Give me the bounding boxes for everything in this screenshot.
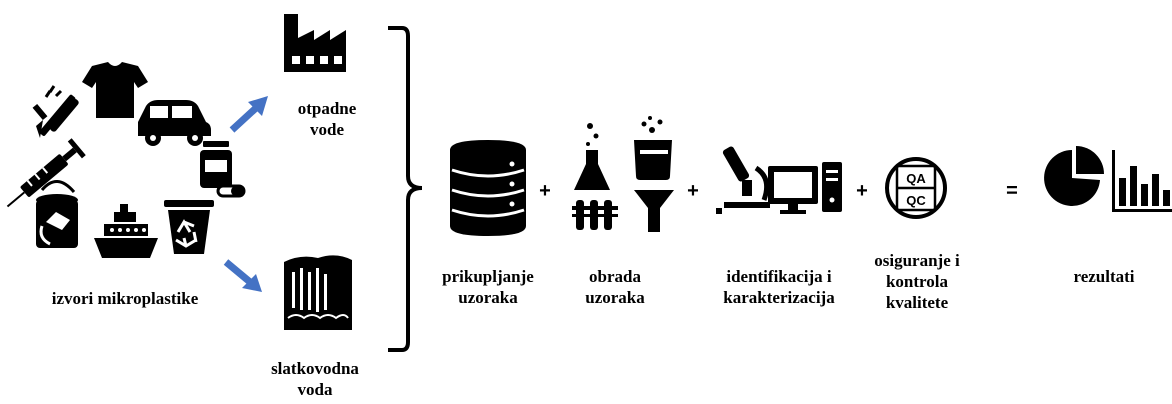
step-qaqc-line1: osiguranje i (874, 251, 960, 270)
freshwater-label-line1: slatkovodna (271, 359, 359, 378)
step-sampling-label: prikupljanje uzoraka (420, 266, 556, 308)
step-identification-label: identifikacija i karakterizacija (694, 266, 864, 308)
pills-icon (200, 141, 246, 198)
database-icon (450, 140, 526, 236)
charts-icon (1044, 146, 1172, 212)
qc-text: QC (906, 193, 926, 208)
plus-operator-2: + (687, 180, 699, 202)
lab-glassware-icon (572, 116, 674, 232)
step-processing-label: obrada uzoraka (565, 266, 665, 308)
step-identification-line1: identifikacija i (726, 267, 832, 286)
qa-qc-icon: QA QC (885, 157, 947, 219)
step-results-label: rezultati (1073, 267, 1135, 286)
step-qaqc-label: osiguranje i kontrola kvalitete (860, 250, 974, 313)
step-sampling-line1: prikupljanje (442, 267, 534, 286)
recycle-bin-icon (164, 200, 214, 254)
equals-operator: = (1006, 180, 1018, 202)
qa-text: QA (906, 171, 926, 186)
paint-can-icon (36, 180, 78, 248)
sources-label: izvori mikroplastike (51, 289, 199, 308)
step-sampling-line2: uzoraka (458, 288, 518, 307)
microscope-icon (716, 146, 770, 214)
wastewater-label-line1: otpadne (297, 99, 357, 118)
factory-icon (284, 14, 346, 72)
freshwater-label: slatkovodna voda (250, 358, 380, 400)
arrow-to-freshwater (223, 259, 262, 292)
plus-operator-3: + (856, 180, 868, 202)
plus-operator-1: + (539, 180, 551, 202)
arrow-to-wastewater (229, 96, 268, 133)
step-processing-line2: uzoraka (585, 288, 645, 307)
cutlery-icon (32, 85, 79, 138)
ship-icon (94, 204, 158, 258)
wastewater-label-line2: vode (310, 120, 344, 139)
wastewater-label: otpadne vode (282, 98, 372, 140)
freshwater-label-line2: voda (297, 380, 333, 399)
car-icon (138, 100, 211, 146)
grouping-bracket (388, 26, 423, 352)
step-identification-line2: karakterizacija (723, 288, 835, 307)
step-qaqc-line3: kvalitete (885, 293, 949, 312)
tshirt-icon (82, 62, 148, 118)
step-qaqc-line2: kontrola (885, 272, 949, 291)
computer-icon (768, 162, 842, 214)
syringe-icon (6, 138, 86, 208)
step-processing-line1: obrada (589, 267, 641, 286)
waterfall-icon (284, 255, 352, 330)
